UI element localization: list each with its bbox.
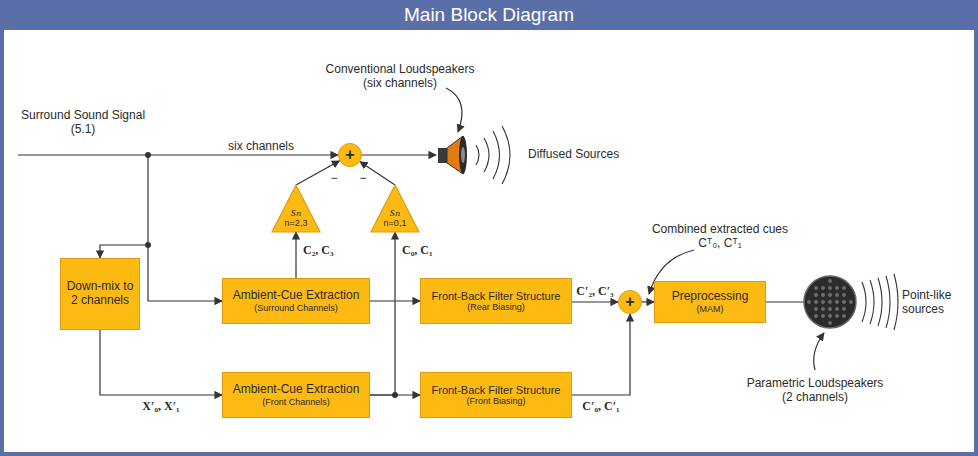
- process-box: Down-mix to 2 channels: [60, 258, 140, 330]
- speaker-feed-line: [362, 154, 436, 155]
- summing-junction: +: [618, 290, 642, 314]
- node-title: +: [345, 147, 354, 163]
- slide-body: [4, 30, 974, 452]
- node-title: Down-mix to 2 channels: [65, 280, 135, 308]
- node-title: sₙ: [291, 205, 301, 219]
- process-box: Preprocessing(MAM): [654, 281, 766, 323]
- callout-label: Diffused Sources: [528, 147, 619, 161]
- signal-connector: [642, 301, 654, 302]
- node-subtitle: (Rear Biasing): [467, 302, 525, 312]
- node-title: Front-Back Filter Structure: [432, 290, 561, 303]
- leader-line: [814, 333, 824, 370]
- input-signal-line: [18, 154, 338, 155]
- sign-label: −: [329, 171, 339, 185]
- input-branch-line: [148, 155, 222, 301]
- node-title: +: [625, 294, 634, 310]
- node-title: Ambient-Cue Extraction: [233, 383, 360, 397]
- process-box: Ambient-Cue Extraction(Surround Channels…: [222, 278, 370, 324]
- node-subtitle: (Front Channels): [262, 397, 330, 407]
- process-box: Ambient-Cue Extraction(Front Channels): [222, 372, 370, 418]
- node-title: sₙ: [390, 205, 400, 219]
- gain-triangle: sₙn=0,1: [371, 185, 419, 232]
- summing-junction: +: [338, 143, 362, 167]
- callout-label: Conventional Loudspeakers (six channels): [320, 62, 480, 90]
- signal-connector: [295, 232, 296, 278]
- gain-triangle: sₙn=2,3: [272, 185, 320, 232]
- signal-connector: [370, 232, 395, 395]
- node-title: Preprocessing: [672, 290, 749, 304]
- junction-dot: [145, 152, 151, 158]
- diagram-title: Main Block Diagram: [404, 4, 574, 26]
- callout-label: Parametric Loudspeakers (2 channels): [740, 376, 890, 404]
- signal-connector: [572, 314, 630, 395]
- conventional-speaker-icon: [438, 136, 467, 174]
- node-subtitle: (Front Biasing): [466, 396, 525, 406]
- junction-dot: [145, 242, 151, 248]
- callout-label: Combined extracted cues Cᵀ₀, Cᵀ₁: [640, 222, 800, 250]
- node-subtitle: n=2,3: [285, 219, 308, 229]
- signal-name: C′₀, C′₁: [580, 399, 621, 413]
- downmix-input-line: [100, 245, 148, 258]
- leader-line: [446, 88, 462, 132]
- sign-label: −: [358, 171, 368, 185]
- signal-connector: [296, 161, 340, 185]
- node-title: Front-Back Filter Structure: [432, 384, 561, 397]
- parametric-speaker-icon: [804, 276, 856, 328]
- callout-label: Point-like sources: [902, 288, 968, 316]
- sound-waves: [476, 126, 510, 184]
- process-box: Front-Back Filter Structure(Rear Biasing…: [420, 278, 572, 324]
- signal-label: six channels: [228, 139, 294, 153]
- signal-name: X′₀, X′₁: [140, 399, 181, 413]
- sound-waves: [862, 274, 898, 330]
- signal-name: C₂, C₃: [301, 243, 336, 257]
- node-subtitle: (MAM): [697, 304, 724, 314]
- node-title: Ambient-Cue Extraction: [233, 289, 360, 303]
- process-box: Front-Back Filter Structure(Front Biasin…: [420, 372, 572, 418]
- signal-name: C′₂, C′₃: [574, 284, 615, 298]
- node-subtitle: (Surround Channels): [254, 303, 338, 313]
- signal-name: C₀, C₁: [400, 243, 435, 257]
- signal-connector: [572, 301, 618, 302]
- signal-label: Surround Sound Signal (5.1): [18, 108, 148, 136]
- junction-dot: [392, 392, 398, 398]
- parametric-feed-line: [766, 301, 804, 302]
- signal-connector: [100, 330, 222, 395]
- node-subtitle: n=0,1: [384, 219, 407, 229]
